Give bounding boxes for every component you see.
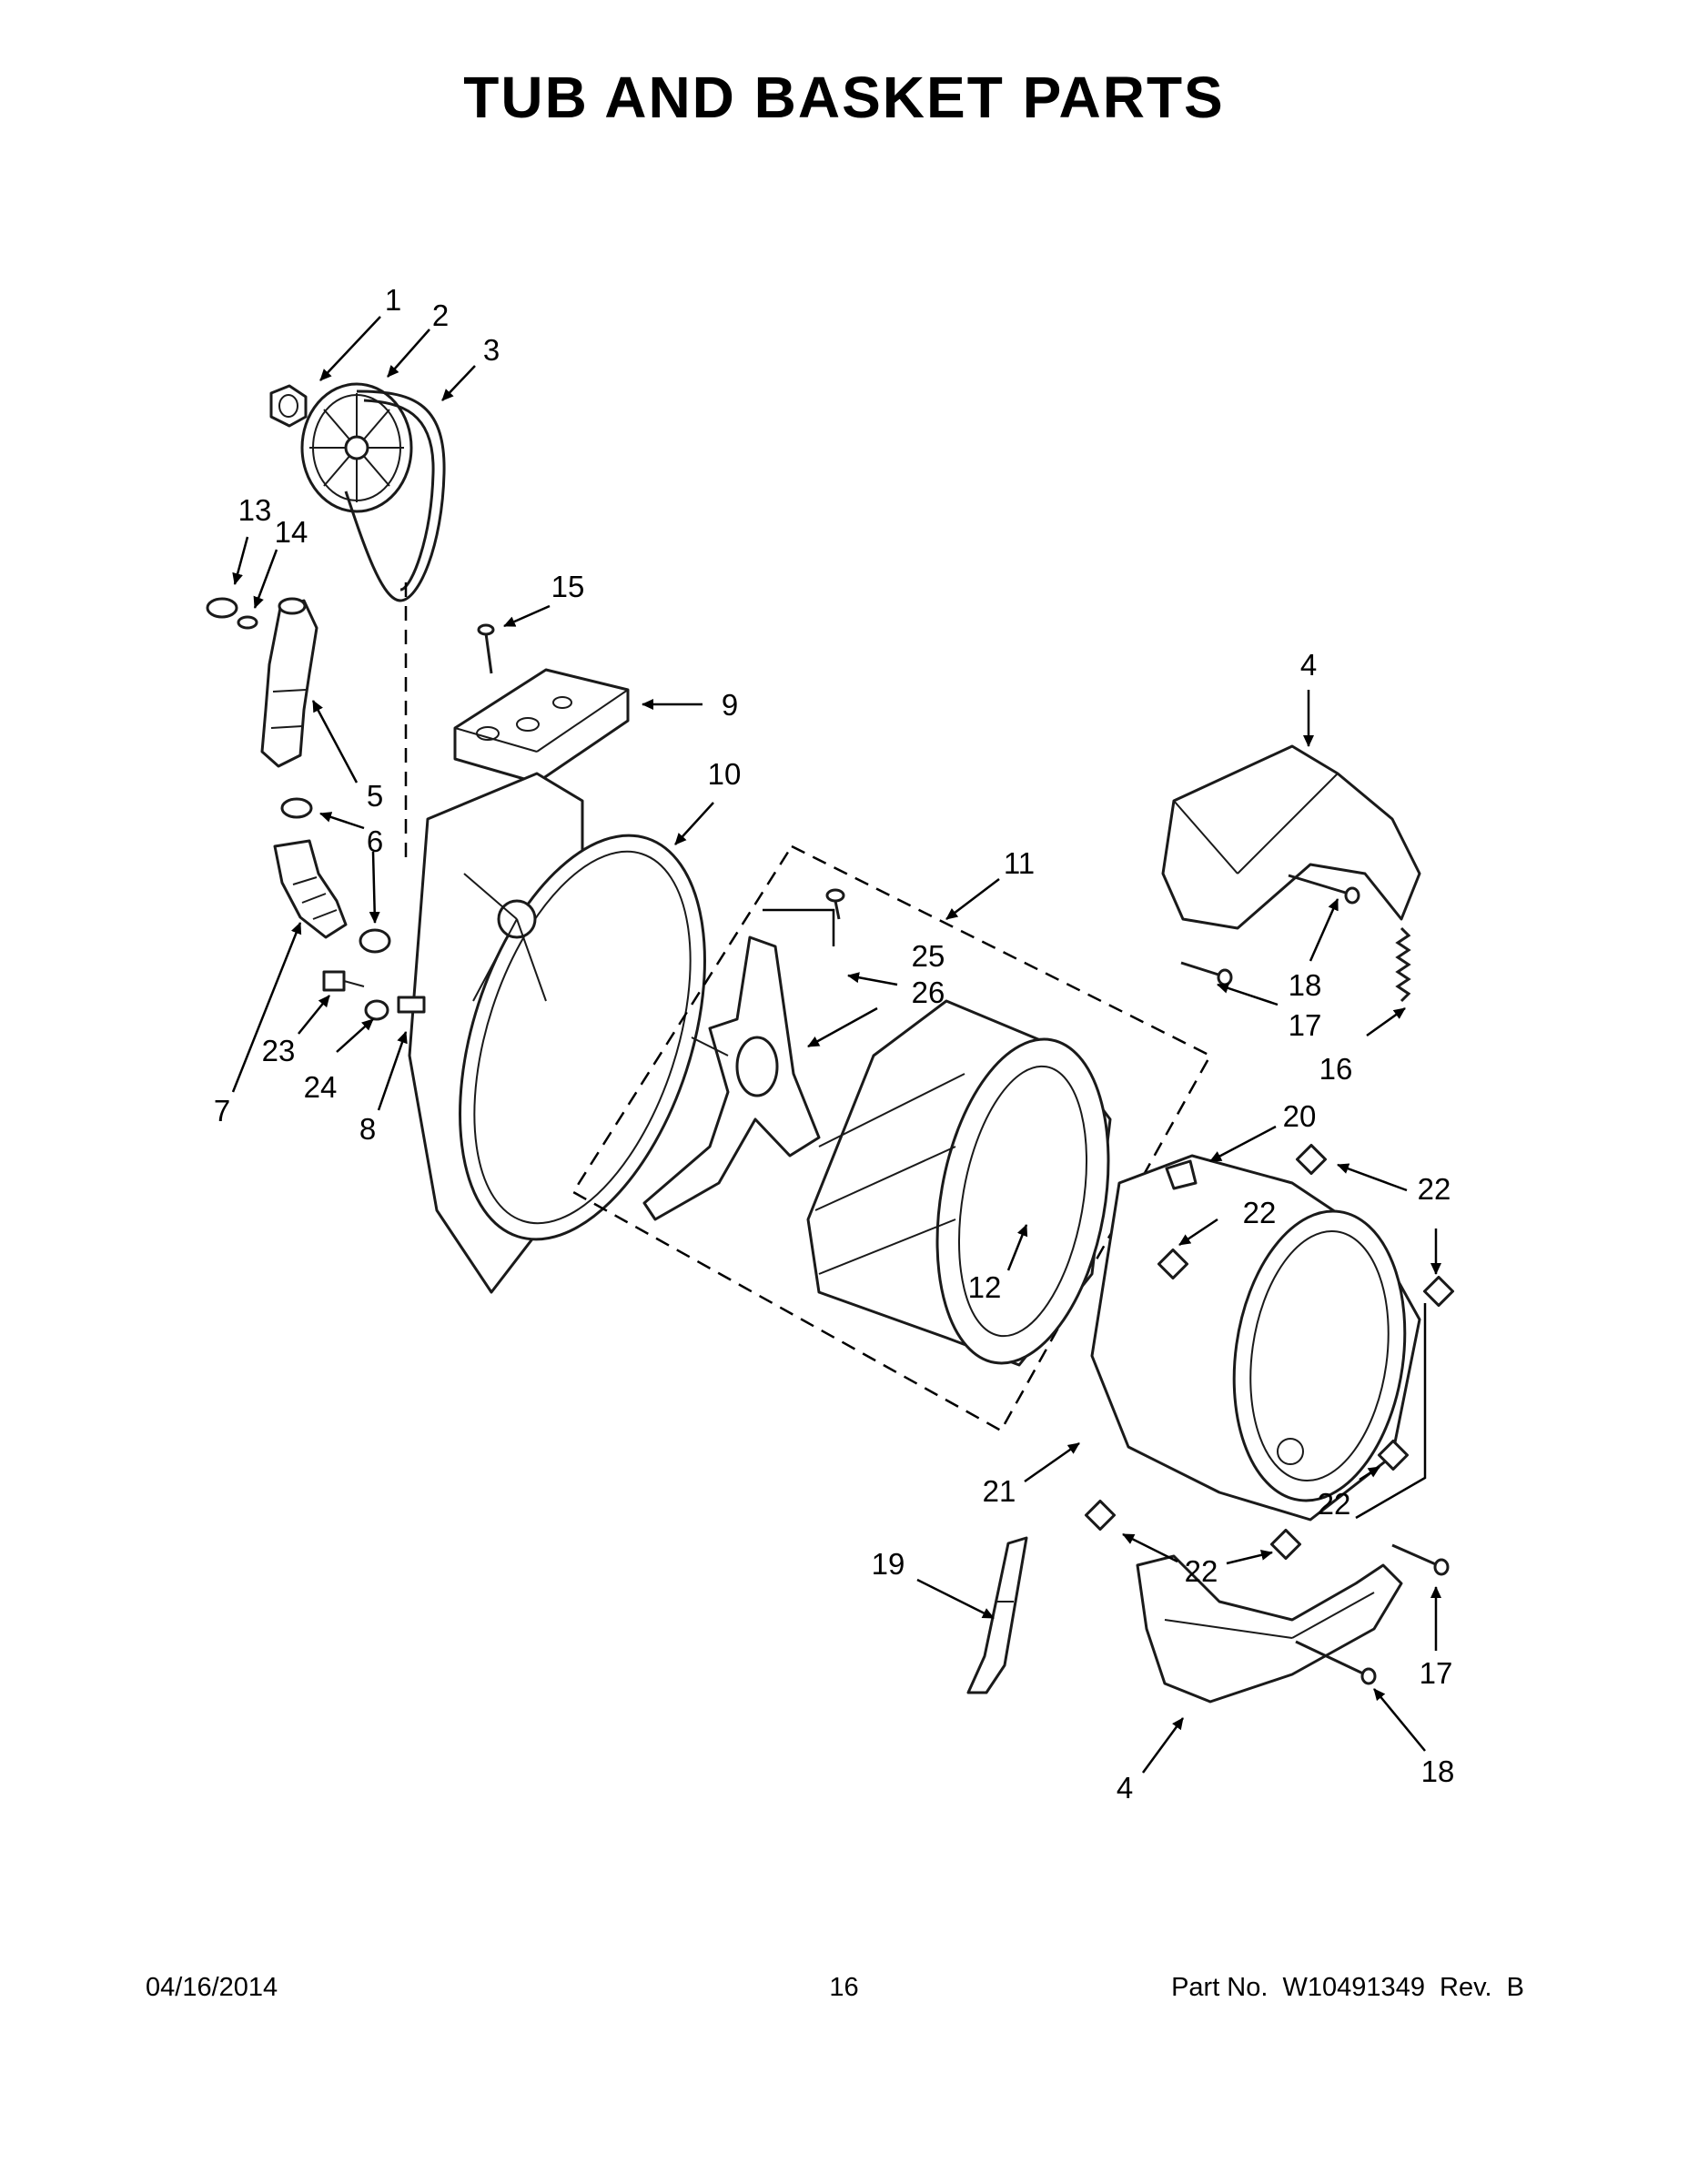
callout-21: 21 (983, 1474, 1016, 1508)
callout-6: 6 (367, 824, 383, 858)
page-title: TUB AND BASKET PARTS (463, 65, 1225, 130)
part-8-heater-bracket (397, 996, 426, 1014)
part-17-bolt-lower (1391, 1543, 1450, 1576)
callout-9: 9 (722, 688, 738, 722)
callout-11: 11 (1004, 846, 1035, 880)
callout-4-upper: 4 (1300, 648, 1317, 682)
footer-page-number: 16 (829, 1973, 859, 2002)
footer-part-number: Part No. W10491349 Rev. B (1171, 1973, 1524, 2002)
callout-18-upper: 18 (1289, 968, 1322, 1002)
part-20-bracket (1165, 1159, 1198, 1190)
part-2-pulley (300, 382, 413, 513)
callout-22-a: 22 (1418, 1172, 1451, 1206)
callout-1: 1 (385, 283, 401, 317)
callout-10: 10 (708, 757, 742, 791)
callout-2: 2 (432, 298, 449, 332)
callout-7: 7 (214, 1094, 230, 1127)
callout-3: 3 (483, 333, 500, 367)
part-18-bolt-lower (1295, 1640, 1377, 1685)
callout-8: 8 (359, 1112, 376, 1146)
part-16-spring (1395, 926, 1411, 1003)
part-25-bracket-line (763, 908, 835, 946)
part-22-damper-pads (1084, 1143, 1455, 1561)
callout-15: 15 (551, 570, 585, 603)
part-4-upper-counterweight (1161, 744, 1421, 930)
callout-22-d: 22 (1185, 1554, 1218, 1588)
part-14-clip (237, 615, 258, 630)
part-10-rear-tub (408, 772, 706, 1294)
part-17-bolt-upper (1180, 961, 1233, 986)
callout-24: 24 (304, 1070, 338, 1104)
callout-13: 13 (238, 493, 272, 527)
callout-16: 16 (1319, 1052, 1353, 1086)
callout-19: 19 (872, 1547, 905, 1581)
part-18-bolt-upper (1288, 874, 1360, 905)
part-6b-clamp (359, 928, 391, 954)
part-12-basket (806, 999, 1112, 1367)
part-4-lower-counterweight (1136, 1554, 1403, 1704)
callout-17-upper: 17 (1289, 1008, 1322, 1042)
part-7-bellows-hose (273, 839, 348, 939)
callout-22-c: 22 (1318, 1487, 1351, 1521)
footer-date: 04/16/2014 (146, 1973, 278, 2002)
callout-26: 26 (912, 976, 945, 1009)
damper-pad-bracket-line (1355, 1303, 1427, 1520)
part-19-shock-absorber (966, 1536, 1028, 1694)
basket-assembly-dashed-box (571, 844, 1212, 1432)
part-13-clamp (206, 597, 238, 619)
leader-lines (231, 316, 1441, 1774)
callout-20: 20 (1283, 1099, 1317, 1133)
part-25-screw (825, 888, 845, 920)
callout-5: 5 (367, 779, 383, 813)
part-3-belt (344, 389, 446, 602)
part-9-counterweight-top (453, 668, 630, 784)
part-1-nut (269, 384, 308, 428)
part-24-grommet (364, 999, 389, 1021)
part-5-hose (260, 597, 318, 768)
callout-22-b: 22 (1243, 1196, 1277, 1229)
part-6-clamp (280, 797, 313, 819)
callout-4-lower: 4 (1117, 1771, 1133, 1805)
part-15-screw (477, 623, 495, 674)
callout-12: 12 (968, 1270, 1002, 1304)
callout-labels: 1 2 3 13 14 15 9 5 10 6 11 25 26 7 23 24… (214, 283, 1455, 1805)
part-21-front-tub (1090, 1154, 1421, 1522)
callout-14: 14 (275, 515, 308, 549)
part-23-heater-plug (322, 970, 365, 992)
callout-23: 23 (262, 1034, 296, 1067)
part-26-spider (642, 935, 821, 1221)
callout-25: 25 (912, 939, 945, 973)
callout-18-lower: 18 (1421, 1754, 1455, 1788)
callout-17-lower: 17 (1420, 1656, 1453, 1690)
